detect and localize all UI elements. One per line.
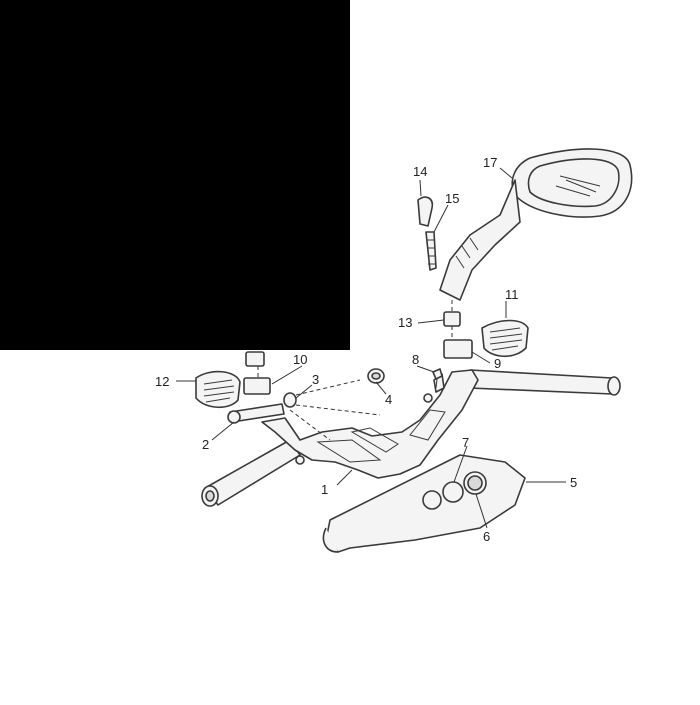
- callout-6: 6: [483, 529, 490, 544]
- callout-5: 5: [570, 475, 577, 490]
- left-clamp-parts: [227, 351, 385, 424]
- mirror-cap-and-bolt: [417, 196, 437, 271]
- indicator-lenses: [422, 471, 487, 510]
- callout-17: 17: [483, 155, 497, 170]
- callout-7: 7: [462, 435, 469, 450]
- callout-13: 13: [398, 315, 412, 330]
- handguard-pad-left: [195, 370, 241, 409]
- left-handlebar-tube: [201, 439, 301, 507]
- callout-4: 4: [385, 392, 392, 407]
- callout-9: 9: [494, 356, 501, 371]
- callout-14: 14: [413, 164, 427, 179]
- callout-11: 11: [505, 287, 519, 302]
- callout-2: 2: [202, 437, 209, 452]
- screw-part: [432, 368, 443, 389]
- rear-view-mirror: [439, 148, 633, 301]
- handlebar-bracket: [261, 369, 479, 479]
- black-mask-region: [0, 0, 350, 350]
- callout-8: 8: [412, 352, 419, 367]
- callout-12: 12: [155, 374, 169, 389]
- handguard-pad-right: [481, 319, 529, 358]
- callout-labels: 1 2 3 4 5 6 7 8 9 10 11 12 13 14 15 17: [155, 155, 577, 544]
- right-handlebar-tube: [469, 369, 621, 396]
- callout-10: 10: [293, 352, 307, 367]
- assembly-lines: [257, 300, 453, 441]
- callout-15: 15: [445, 191, 459, 206]
- callout-1: 1: [321, 482, 328, 497]
- callout-3: 3: [312, 372, 319, 387]
- leader-lines: [176, 167, 566, 529]
